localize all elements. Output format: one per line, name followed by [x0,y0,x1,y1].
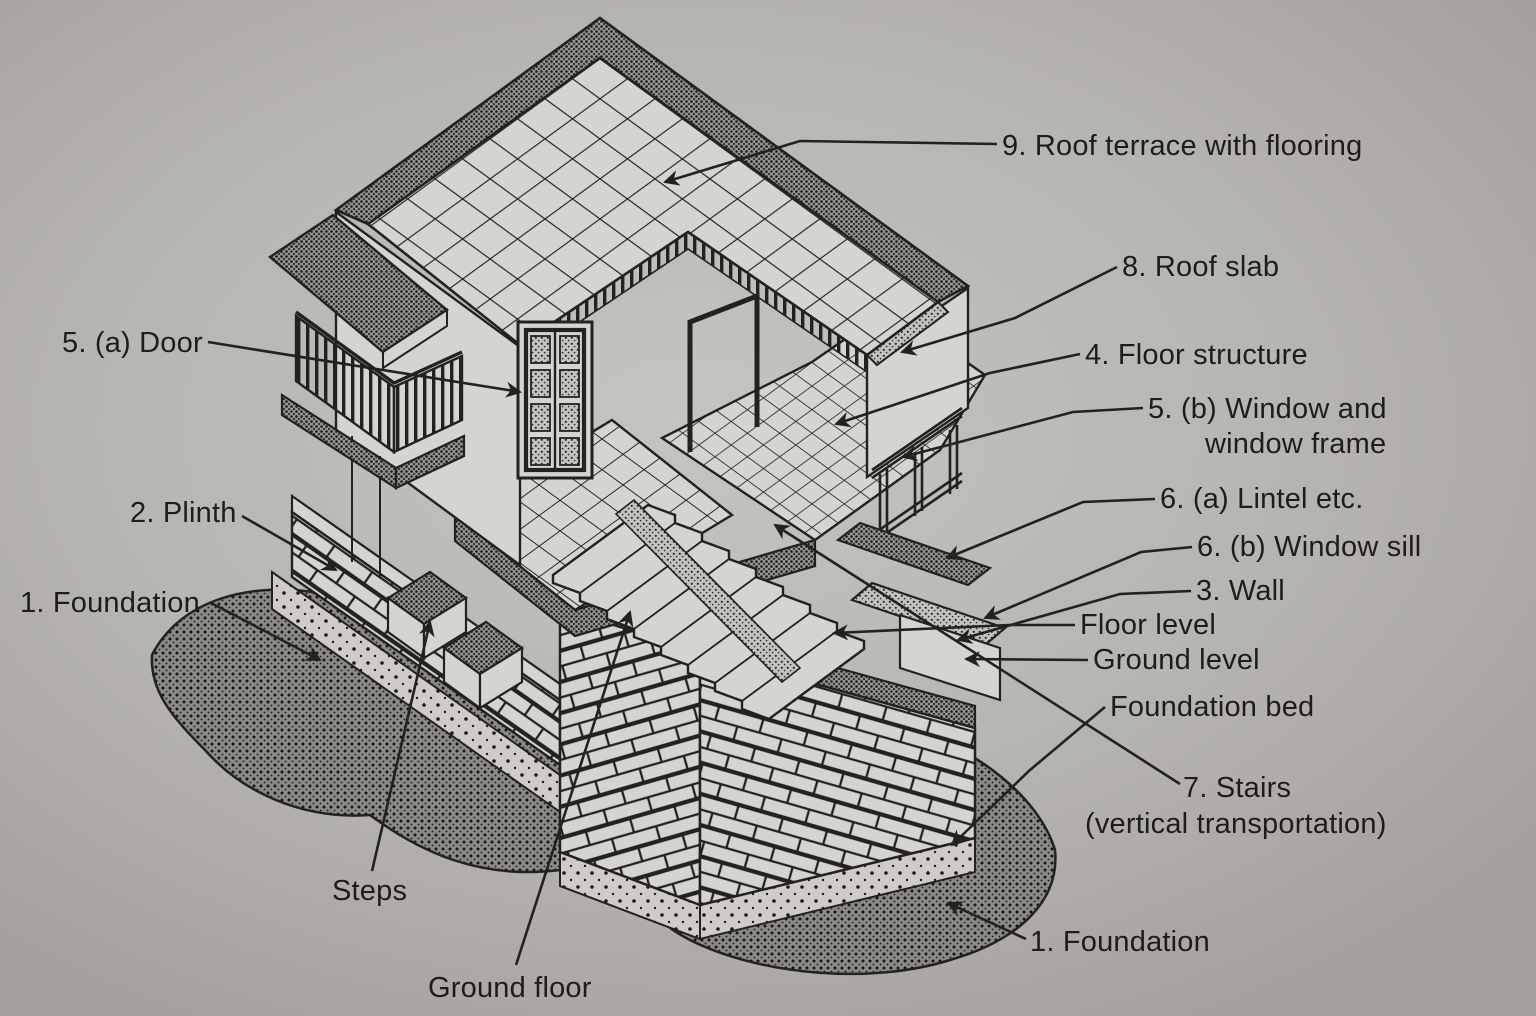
leader-line-lintel [945,497,1156,561]
callout-label-stairs: 7. Stairs [1183,772,1291,804]
leader-line-floor-structure [834,352,1081,428]
step-block2-side [478,646,524,710]
entrance-steps [386,570,524,711]
callout-label-ground-floor: Ground floor [428,972,592,1004]
door-glass-panes [530,335,580,466]
leader-line-steps [370,620,435,872]
balcony-slab-side [394,434,466,490]
callout-label-wall: 3. Wall [1196,575,1285,607]
callout-label-steps: Steps [332,875,407,907]
leader-line-plinth [241,514,338,572]
leader-line-floor-level [832,623,1075,641]
leader-line-foundation-bed [950,706,1106,847]
callout-label-ground-level: Ground level [1093,644,1260,676]
callout-label-foundation-left: 1. Foundation [20,587,200,619]
callout-label-floor-structure: 4. Floor structure [1085,339,1308,371]
floor-slab-edge-band [453,512,817,638]
door-with-glass-panes [516,320,594,480]
roof-terrace [333,16,971,374]
foundation-bed-strips [271,570,976,941]
callout-label-floor-level: Floor level [1080,609,1216,641]
leader-line-roof-terrace [663,139,998,186]
left-facade [268,209,594,578]
callout-label-lintel: 6. (a) Lintel etc. [1160,483,1363,515]
leader-line-window-sill [983,545,1193,620]
callout-labels: 9. Roof terrace with flooring 8. Roof sla… [20,130,1421,1004]
leader-line-stairs [773,523,1181,786]
interior-door-frame [687,292,760,452]
leader-line-roof-slab [900,265,1118,356]
callout-leader-lines [207,139,1193,966]
lintel-bar [835,521,993,587]
callout-label-foundation-bed: Foundation bed [1110,691,1314,723]
terrace-floor-tiles [368,58,938,355]
callout-label-window-and-frame-line2: window frame [1204,428,1386,460]
balcony-handrail [295,310,463,385]
callout-label-foundation-right: 1. Foundation [1030,926,1210,958]
sunshade-underside [382,308,448,370]
callout-label-stairs-line2: (vertical transportation) [1085,808,1387,840]
leader-line-foundation-left [212,602,322,662]
callout-label-window-sill: 6. (b) Window sill [1197,531,1421,563]
callout-label-roof-terrace: 9. Roof terrace with flooring [1002,130,1362,162]
callout-label-window-and-frame: 5. (b) Window and [1148,393,1387,425]
callout-label-plinth: 2. Plinth [130,497,237,529]
callout-label-roof-slab: 8. Roof slab [1122,251,1279,283]
leader-line-foundation-right [946,901,1027,941]
callout-label-door: 5. (a) Door [62,327,203,359]
stair-stringer-band [614,498,802,684]
leader-line-ground-floor [514,610,634,966]
upper-landing-tiles [455,420,732,610]
leader-line-window-and-frame [901,406,1144,462]
leader-line-door [207,340,522,398]
brick-wall-left-courses [560,608,700,905]
